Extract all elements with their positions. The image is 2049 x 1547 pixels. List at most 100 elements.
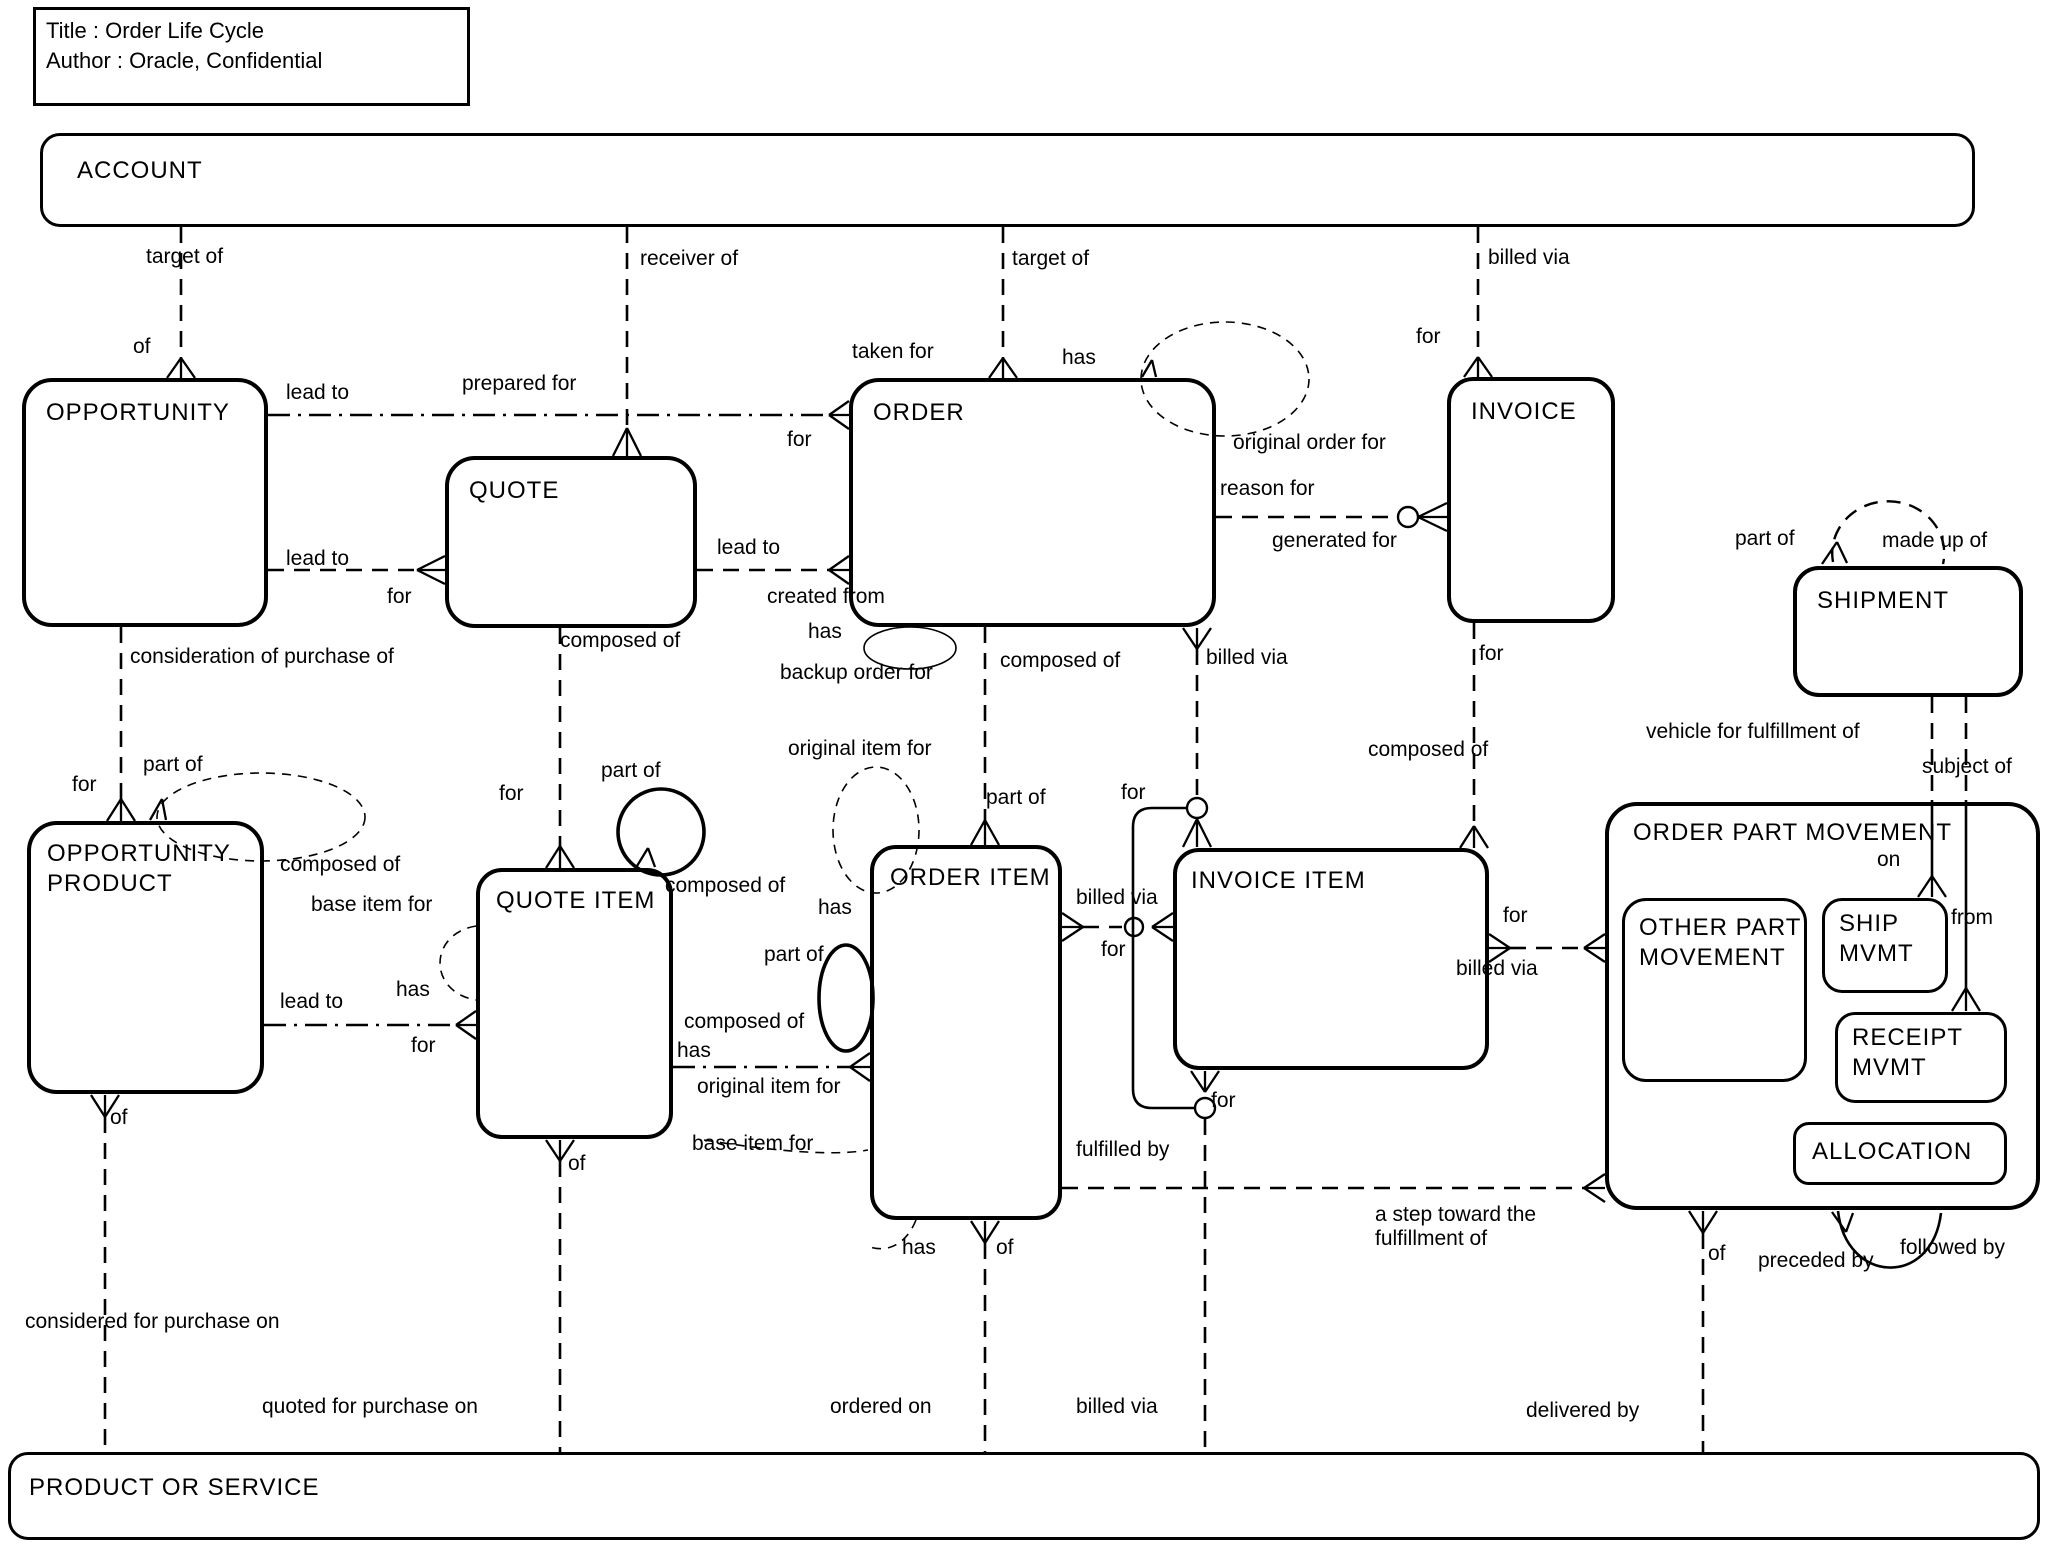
rel-quote-item-product: [545, 1139, 575, 1452]
rel-order-item-product: [970, 1220, 1000, 1452]
relationship-label: reason for: [1220, 477, 1315, 500]
relationship-label: has: [1062, 346, 1096, 369]
entity-allocation[interactable]: ALLOCATION: [1793, 1122, 2007, 1185]
rel-opportunity-order: [268, 400, 850, 430]
relationship-label: composed of: [1000, 649, 1121, 672]
entity-invoice-item-label: INVOICE ITEM: [1191, 867, 1366, 894]
rel-order-invoice: [1216, 501, 1448, 533]
diagram-title: Title : Order Life Cycle: [46, 18, 265, 43]
entity-invoice-label: INVOICE: [1471, 398, 1577, 425]
relationship-label: delivered by: [1526, 1399, 1640, 1422]
relationship-label: of: [568, 1152, 586, 1175]
relationship-label: billed via: [1206, 646, 1288, 669]
relationship-label: taken for: [852, 340, 934, 363]
relationship-label: created from: [767, 585, 885, 608]
relationship-label: for: [411, 1034, 436, 1057]
relationship-label: considered for purchase on: [25, 1310, 280, 1333]
relationship-label: base item for: [692, 1132, 814, 1155]
relationship-label: composed of: [1368, 738, 1489, 761]
entity-invoice[interactable]: INVOICE: [1447, 377, 1615, 623]
relationship-label: for: [787, 428, 812, 451]
relationship-label: on: [1877, 848, 1901, 871]
entity-quote[interactable]: QUOTE: [445, 456, 697, 628]
relationship-label: has: [677, 1039, 711, 1062]
rel-opportunity-product-quote-item: [264, 1010, 477, 1040]
relationship-label: original item for: [788, 737, 932, 760]
relationship-label: of: [1708, 1242, 1726, 1265]
relationship-label: composed of: [665, 874, 786, 897]
entity-quote-item[interactable]: QUOTE ITEM: [476, 868, 673, 1139]
relationship-label: for: [72, 773, 97, 796]
relationship-label: lead to: [286, 381, 350, 404]
entity-order[interactable]: ORDER: [849, 378, 1216, 627]
entity-invoice-item[interactable]: INVOICE ITEM: [1173, 848, 1489, 1070]
relationship-label: ordered on: [830, 1395, 932, 1418]
relationship-label: has: [818, 896, 852, 919]
relationship-label: target of: [1012, 247, 1090, 270]
relationship-label: for: [1211, 1089, 1236, 1112]
entity-opportunity-label: OPPORTUNITY: [46, 399, 230, 426]
relationship-label: lead to: [280, 990, 344, 1013]
relationship-label: part of: [601, 759, 661, 782]
relationship-label: composed of: [560, 629, 681, 652]
rel-quote-quote-item: [545, 628, 575, 869]
entity-product-or-service[interactable]: PRODUCT OR SERVICE: [8, 1452, 2040, 1540]
relationship-label: for: [1121, 781, 1146, 804]
entity-order-item-label: ORDER ITEM: [890, 864, 1051, 891]
relationship-label: billed via: [1456, 957, 1538, 980]
relationship-label: subject of: [1922, 755, 2012, 778]
relationship-label: lead to: [286, 547, 350, 570]
relationship-label: for: [1503, 904, 1528, 927]
entity-quote-item-label: QUOTE ITEM: [496, 887, 656, 914]
relationship-label: for: [1416, 325, 1441, 348]
diagram-title-box: Title : Order Life Cycle Author : Oracle…: [33, 7, 470, 106]
relationship-label: made up of: [1882, 529, 1988, 552]
diagram-author: Author : Oracle, Confidential: [46, 47, 323, 73]
entity-receipt-mvmt[interactable]: RECEIPT MVMT: [1835, 1012, 2007, 1103]
rel-quote-order: [697, 555, 850, 585]
relationship-label: billed via: [1076, 886, 1158, 909]
relationship-label: original order for: [1233, 431, 1386, 454]
entity-ship-mvmt-label: SHIP MVMT: [1839, 910, 1914, 967]
rel-opportunity-product-product: [90, 1094, 120, 1452]
relationship-label: backup order for: [780, 661, 933, 684]
relationship-label: has: [396, 978, 430, 1001]
entity-receipt-mvmt-label: RECEIPT MVMT: [1852, 1024, 1964, 1081]
relationship-label: base item for: [311, 893, 433, 916]
entity-ship-mvmt[interactable]: SHIP MVMT: [1822, 898, 1948, 993]
relationship-label: of: [110, 1106, 128, 1129]
relationship-label: vehicle for fulfillment of: [1646, 720, 1860, 743]
entity-shipment[interactable]: SHIPMENT: [1793, 566, 2023, 697]
relationship-label: original item for: [697, 1075, 841, 1098]
relationship-label: prepared for: [462, 372, 577, 395]
relationship-label: has: [902, 1236, 936, 1259]
relationship-label: composed of: [280, 853, 401, 876]
entity-order-part-movement-label: ORDER PART MOVEMENT: [1633, 819, 1953, 846]
entity-other-part-movement[interactable]: OTHER PART MOVEMENT: [1622, 898, 1807, 1082]
relationship-label: consideration of purchase of: [130, 645, 394, 668]
entity-account[interactable]: ACCOUNT: [40, 133, 1975, 227]
entity-other-part-movement-label: OTHER PART MOVEMENT: [1639, 914, 1802, 971]
entity-quote-label: QUOTE: [469, 477, 560, 504]
relationship-label: quoted for purchase on: [262, 1395, 478, 1418]
relationship-label: for: [1101, 938, 1126, 961]
entity-order-item[interactable]: ORDER ITEM: [870, 845, 1062, 1220]
rel-order-order-item: [969, 627, 1001, 846]
relationship-label: part of: [1735, 527, 1795, 550]
entity-order-label: ORDER: [873, 399, 965, 426]
relationship-label: for: [1479, 642, 1504, 665]
relationship-label: from: [1951, 906, 1993, 929]
relationship-label: part of: [986, 786, 1046, 809]
entity-opportunity[interactable]: OPPORTUNITY: [22, 378, 268, 627]
entity-shipment-label: SHIPMENT: [1817, 587, 1950, 614]
entity-opportunity-product[interactable]: OPPORTUNITY PRODUCT: [27, 821, 264, 1094]
relationship-label: fulfilled by: [1076, 1138, 1170, 1161]
relationship-label: for: [387, 585, 412, 608]
entity-account-label: ACCOUNT: [77, 157, 203, 184]
relationship-label: lead to: [717, 536, 781, 559]
relationship-label: a step toward the fulfillment of: [1375, 1203, 1537, 1251]
rel-order-item-order-part-movement: [1062, 1173, 1606, 1203]
relationship-label: for: [499, 782, 524, 805]
